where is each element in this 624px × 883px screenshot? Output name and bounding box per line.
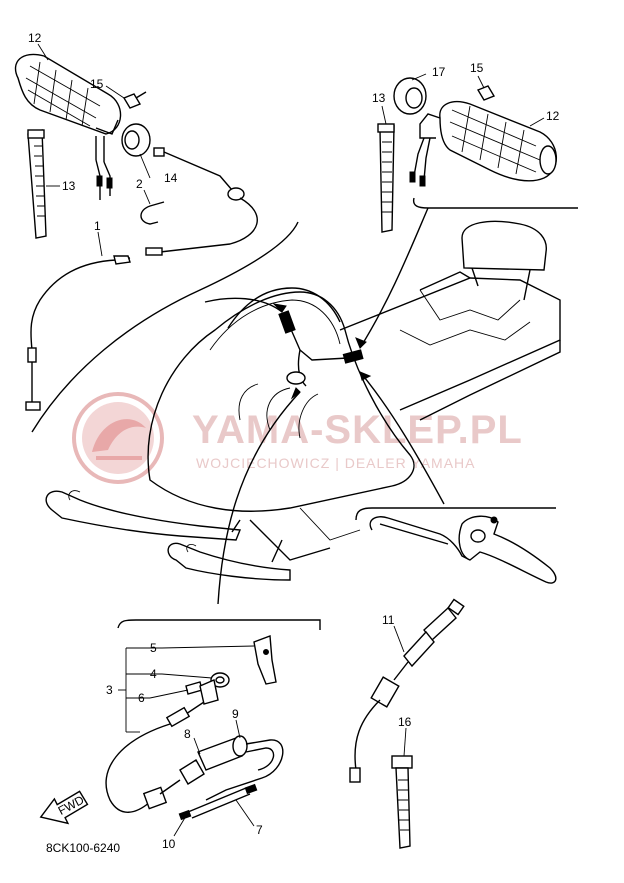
panel-borders (31, 197, 578, 630)
callout-3: 3 (106, 683, 113, 697)
bracket-5 (253, 635, 277, 685)
harness-9 (205, 739, 284, 801)
callout-labels: 12 15 13 2 14 1 17 15 13 12 11 16 5 4 3 … (28, 31, 560, 851)
screw-15-right (476, 85, 496, 101)
grip-end-ring-right (393, 77, 427, 115)
choke-cable-6 (105, 679, 219, 813)
callout-5: 5 (150, 641, 157, 655)
callout-10: 10 (162, 837, 176, 851)
switch-8 (179, 735, 248, 785)
callout-9: 9 (232, 707, 239, 721)
callout-17: 17 (432, 65, 446, 79)
callout-11: 11 (382, 613, 395, 627)
callout-12-left: 12 (28, 31, 42, 45)
callout-1: 1 (94, 219, 101, 233)
callout-8: 8 (184, 727, 191, 741)
band-13-right (377, 123, 395, 233)
watermark-tagline: WOJCIECHOWICZ | DEALER YAMAHA (196, 455, 475, 471)
brake-lever (369, 515, 557, 584)
callout-2: 2 (136, 177, 143, 191)
callout-4: 4 (150, 667, 157, 681)
throttle-cable-1 (25, 147, 258, 411)
snowmobile-outline (45, 220, 561, 581)
callout-15-right: 15 (470, 61, 484, 75)
callout-15-left: 15 (90, 77, 104, 91)
band-16 (391, 755, 413, 849)
brake-cable-11 (349, 598, 465, 783)
fwd-arrow-icon: FWD (39, 790, 89, 825)
watermark: YAMA-SKLEP.PL WOJCIECHOWICZ | DEALER YAM… (72, 392, 523, 484)
lead-7-10 (178, 783, 258, 821)
grip-end-ring-left (121, 123, 151, 157)
callout-13-right: 13 (372, 91, 386, 105)
callout-14: 14 (164, 171, 178, 185)
callout-6: 6 (138, 691, 145, 705)
screw-15-left (122, 91, 147, 109)
nut-4 (210, 672, 230, 688)
grip-right (409, 100, 558, 187)
watermark-logo-icon (72, 392, 164, 484)
clip-2 (140, 201, 165, 225)
diagram-code: 8CK100-6240 (46, 841, 120, 855)
band-13-left (27, 129, 47, 239)
grip-left (14, 53, 122, 200)
callout-16: 16 (398, 715, 412, 729)
callout-12-right: 12 (546, 109, 560, 123)
callout-3-bracket (118, 647, 162, 733)
callout-leaders (37, 43, 545, 837)
callout-7: 7 (256, 823, 263, 837)
callout-13-left: 13 (62, 179, 76, 193)
watermark-brand: YAMA-SKLEP.PL (192, 408, 523, 452)
